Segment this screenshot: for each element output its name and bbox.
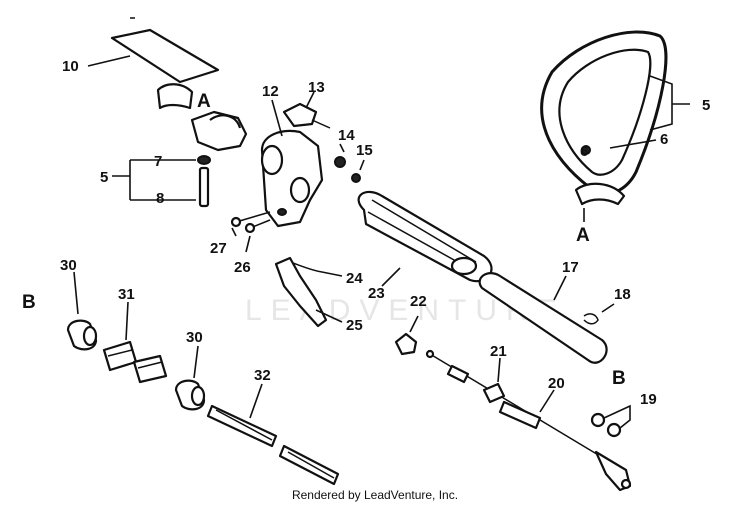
callout-22: 22	[410, 293, 427, 310]
part-15-washer	[351, 159, 365, 183]
callout-6-right: 6	[660, 131, 668, 148]
callout-21: 21	[490, 343, 507, 360]
part-20-cable-sleeve	[498, 389, 555, 430]
part-30-bushing-right	[174, 345, 206, 411]
part-21-ferrule	[482, 357, 506, 404]
callout-31: 31	[118, 286, 135, 303]
callout-20: 20	[548, 375, 565, 392]
callout-10: 10	[62, 58, 79, 75]
callout-23: 23	[368, 285, 385, 302]
part-7-washer	[197, 155, 211, 165]
callout-8: 8	[156, 190, 164, 207]
clamp-base-part	[190, 110, 248, 152]
callout-a-right: A	[576, 225, 590, 246]
part-14-nut	[334, 143, 346, 168]
callout-18: 18	[614, 286, 631, 303]
callout-15: 15	[356, 142, 373, 159]
callout-7: 7	[154, 153, 162, 170]
callout-17: 17	[562, 259, 579, 276]
callout-13: 13	[308, 79, 325, 96]
callout-25: 25	[346, 317, 363, 334]
callout-12: 12	[262, 83, 279, 100]
cable-line	[425, 349, 601, 457]
clamp-cap-part	[156, 83, 194, 110]
part-32-drive-shaft	[206, 383, 340, 486]
part-13-trigger-lock	[282, 91, 331, 129]
callout-32: 32	[254, 367, 271, 384]
callout-a-top: A	[197, 91, 211, 112]
callout-b-left: B	[22, 292, 36, 313]
part-30-bushing-left	[66, 271, 98, 351]
part-8-bolt	[198, 166, 210, 208]
part-27-screw	[230, 211, 271, 237]
callout-26: 26	[234, 259, 251, 276]
part-26-screw	[244, 219, 271, 253]
part-23-grip	[357, 190, 493, 287]
callout-30-right: 30	[186, 329, 203, 346]
part-31-coupler	[102, 301, 168, 384]
loop-handle-part	[540, 30, 668, 206]
callout-27: 27	[210, 240, 227, 257]
rendered-by-caption: Rendered by LeadVenture, Inc.	[291, 488, 459, 502]
callout-14: 14	[338, 127, 355, 144]
part-19-nut-pair	[590, 404, 631, 438]
part-17-tube	[478, 272, 608, 364]
part-12-housing	[260, 99, 324, 228]
part-25-trigger	[274, 256, 343, 328]
callout-6-inner: 6	[580, 143, 588, 160]
part-18-clip	[583, 303, 615, 325]
part-22-bolt	[394, 315, 419, 356]
callout-30-left: 30	[60, 257, 77, 274]
callout-5-right: 5	[702, 97, 710, 114]
callout-5-left: 5	[100, 169, 108, 186]
callout-24: 24	[346, 270, 363, 287]
part-10-decal	[87, 28, 220, 84]
callout-b-right: B	[612, 368, 626, 389]
cable-end-fitting	[594, 450, 632, 492]
callout-19: 19	[640, 391, 657, 408]
